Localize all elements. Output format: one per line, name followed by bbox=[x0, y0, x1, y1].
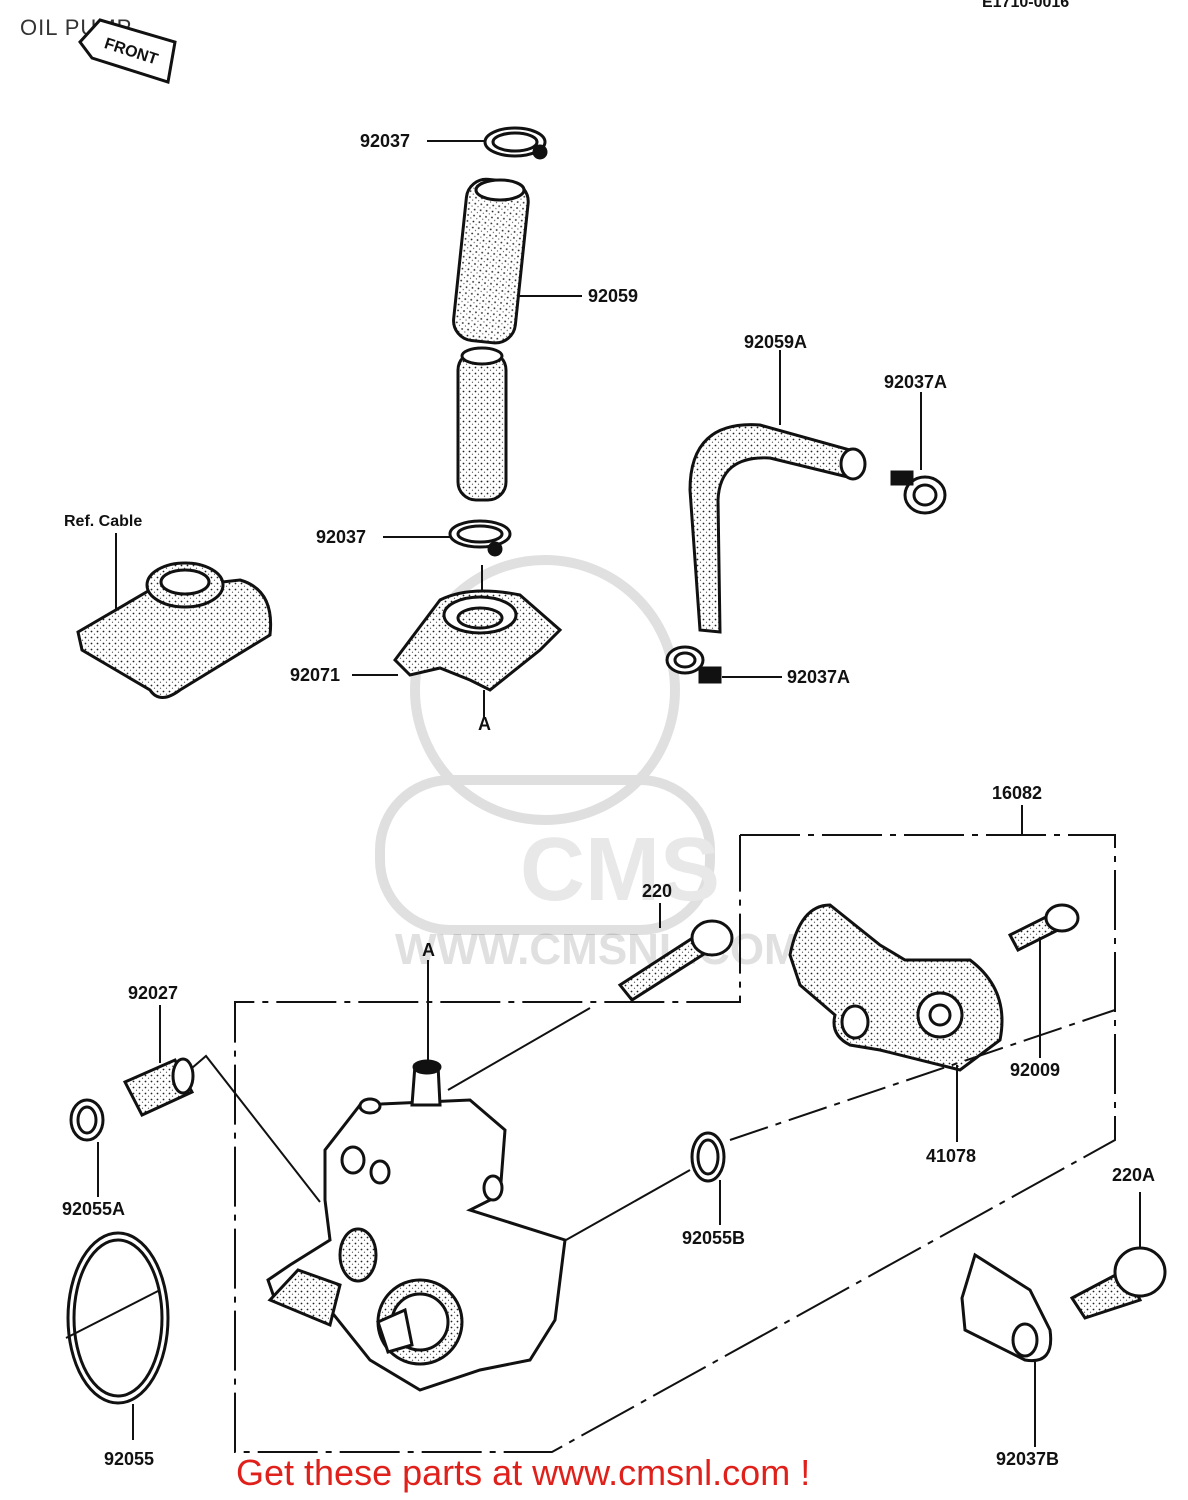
label-92027: 92027 bbox=[128, 983, 179, 1003]
hose-92059a bbox=[688, 423, 867, 634]
cover-41078 bbox=[788, 903, 1004, 1072]
label-41078: 41078 bbox=[926, 1146, 977, 1166]
assembly-frame-16082 bbox=[234, 805, 1116, 1453]
label-ref-cable: Ref. Cable bbox=[64, 513, 143, 530]
o-ring-92055b bbox=[690, 1131, 726, 1183]
clamp-92037a-lower bbox=[665, 645, 722, 684]
watermark-url: WWW.CMSNL.COM bbox=[395, 925, 801, 974]
label-92059a: 92059A bbox=[744, 332, 808, 352]
label-220: 220 bbox=[642, 881, 673, 901]
label-92037-top: 92037 bbox=[360, 131, 411, 151]
clamp-92037-mid bbox=[448, 519, 512, 557]
label-ref-a-bottom: A bbox=[422, 940, 435, 960]
front-arrow-icon: FRONT bbox=[78, 18, 177, 84]
label-92037a-upper: 92037A bbox=[884, 372, 948, 392]
collar-92027 bbox=[122, 1057, 195, 1117]
label-92009: 92009 bbox=[1010, 1060, 1061, 1080]
label-92059: 92059 bbox=[588, 286, 639, 306]
label-92055: 92055 bbox=[104, 1449, 155, 1469]
label-92037-mid: 92037 bbox=[316, 527, 367, 547]
label-92071: 92071 bbox=[290, 665, 341, 685]
label-92037b: 92037B bbox=[996, 1449, 1060, 1469]
gasket-92055 bbox=[66, 1231, 170, 1405]
bolt-220a bbox=[1069, 1246, 1167, 1320]
watermark-logo bbox=[375, 555, 715, 935]
ref-cable-boot bbox=[76, 561, 273, 699]
bolt-92009 bbox=[1007, 903, 1080, 952]
label-92055b: 92055B bbox=[682, 1228, 746, 1248]
clamp-92037-top bbox=[483, 126, 548, 160]
label-16082: 16082 bbox=[992, 783, 1043, 803]
holder-92071 bbox=[393, 589, 563, 692]
clamp-92037a-upper bbox=[890, 470, 947, 515]
label-92055a: 92055A bbox=[62, 1199, 126, 1219]
hose-92059 bbox=[452, 177, 530, 502]
label-ref-a-top: A bbox=[478, 714, 491, 734]
label-220a: 220A bbox=[1112, 1165, 1156, 1185]
bolt-220 bbox=[617, 919, 734, 1002]
watermark-logo-text: CMS bbox=[520, 820, 720, 920]
footer-parts-link[interactable]: Get these parts at www.cmsnl.com ! bbox=[236, 1452, 811, 1493]
label-92037a-lower: 92037A bbox=[787, 667, 851, 687]
oil-pump-body bbox=[266, 1059, 567, 1392]
o-ring-92055a bbox=[69, 1098, 105, 1142]
doc-code: E1710-0016 bbox=[982, 0, 1070, 11]
clamp-plate-92037b bbox=[960, 1252, 1053, 1363]
